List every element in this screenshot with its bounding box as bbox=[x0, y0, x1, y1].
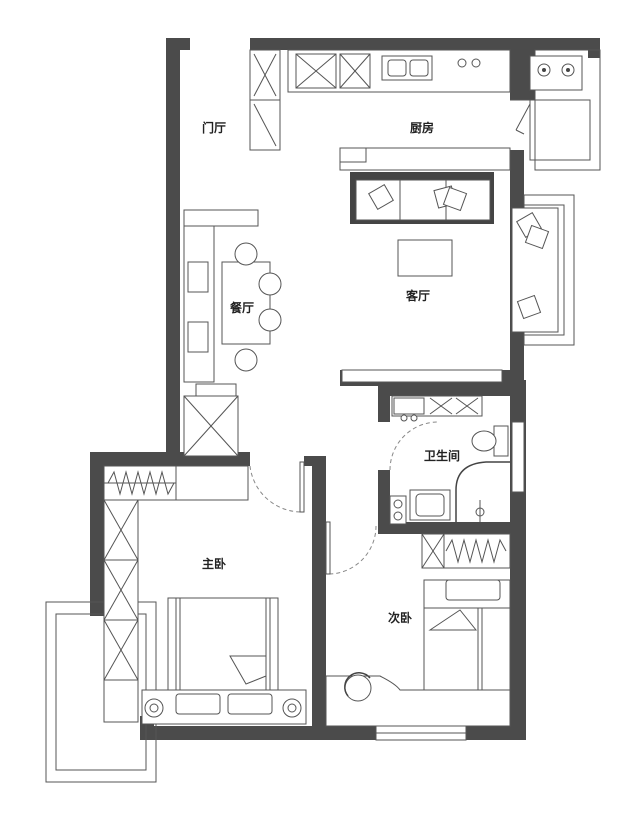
dining-chair-4 bbox=[258, 308, 282, 332]
walls bbox=[90, 38, 600, 740]
dining-area bbox=[183, 209, 282, 457]
desk-chair bbox=[344, 674, 372, 702]
wall-left-top-stub bbox=[166, 38, 190, 50]
wall-left-upper bbox=[166, 38, 180, 466]
label-dining: 餐厅 bbox=[230, 300, 254, 315]
wall-partition-stub bbox=[304, 456, 326, 466]
dining-chair-2 bbox=[258, 272, 282, 296]
wall-master-left bbox=[90, 452, 104, 616]
wall-bath-left-lower bbox=[378, 470, 390, 530]
dining-chair-3 bbox=[234, 348, 258, 372]
master-bedroom-area bbox=[103, 461, 307, 725]
wall-partition-bedrooms bbox=[312, 456, 326, 726]
wall-bottom bbox=[140, 726, 526, 740]
entrance-area bbox=[249, 49, 281, 151]
sofa-cushion-1 bbox=[368, 184, 394, 210]
bathroom-area bbox=[389, 395, 510, 525]
second-door bbox=[329, 525, 377, 575]
wall-bath-left bbox=[378, 382, 390, 422]
wall-top bbox=[250, 38, 600, 50]
master-balcony-outer bbox=[45, 601, 157, 783]
second-wardrobe bbox=[421, 533, 511, 569]
bay-cushion-3 bbox=[516, 294, 542, 320]
desk bbox=[325, 675, 511, 727]
wall-kitchen-corner bbox=[588, 38, 600, 58]
stove bbox=[529, 55, 583, 91]
second-bedroom-area bbox=[325, 521, 511, 727]
label-entrance: 门厅 bbox=[202, 120, 226, 135]
master-bed-fold bbox=[229, 655, 267, 685]
toilet-bowl bbox=[471, 430, 497, 452]
master-door bbox=[249, 465, 303, 513]
dining-table bbox=[221, 261, 271, 345]
label-second-bedroom: 次卧 bbox=[388, 610, 412, 625]
sofa-cushion-3 bbox=[442, 186, 468, 212]
tv-cabinet bbox=[341, 369, 503, 383]
dining-sideboard-top bbox=[183, 209, 259, 227]
room-labels: 门厅 厨房 餐厅 客厅 卫生间 主卧 次卧 bbox=[202, 120, 460, 625]
label-kitchen: 厨房 bbox=[410, 120, 434, 135]
wall-bath-bottom bbox=[378, 522, 512, 534]
living-area bbox=[341, 172, 550, 383]
label-bathroom: 卫生间 bbox=[424, 448, 460, 463]
label-living: 客厅 bbox=[405, 288, 430, 303]
dining-sideboard bbox=[183, 225, 215, 383]
shower-enclosure bbox=[455, 461, 510, 522]
bath-window bbox=[511, 421, 525, 493]
master-headboard bbox=[141, 689, 307, 725]
kitchen-balcony-inner bbox=[529, 99, 591, 161]
kitchen-balcony-outer bbox=[534, 49, 601, 171]
dining-chair-1 bbox=[234, 242, 258, 266]
bathroom-door bbox=[389, 421, 439, 471]
kitchen-door bbox=[515, 103, 531, 131]
wall-master-top bbox=[90, 452, 180, 466]
label-master-bedroom: 主卧 bbox=[202, 556, 226, 571]
coffee-table bbox=[397, 239, 453, 277]
kitchen-area bbox=[287, 49, 583, 171]
bay-cushion-2 bbox=[524, 224, 550, 250]
